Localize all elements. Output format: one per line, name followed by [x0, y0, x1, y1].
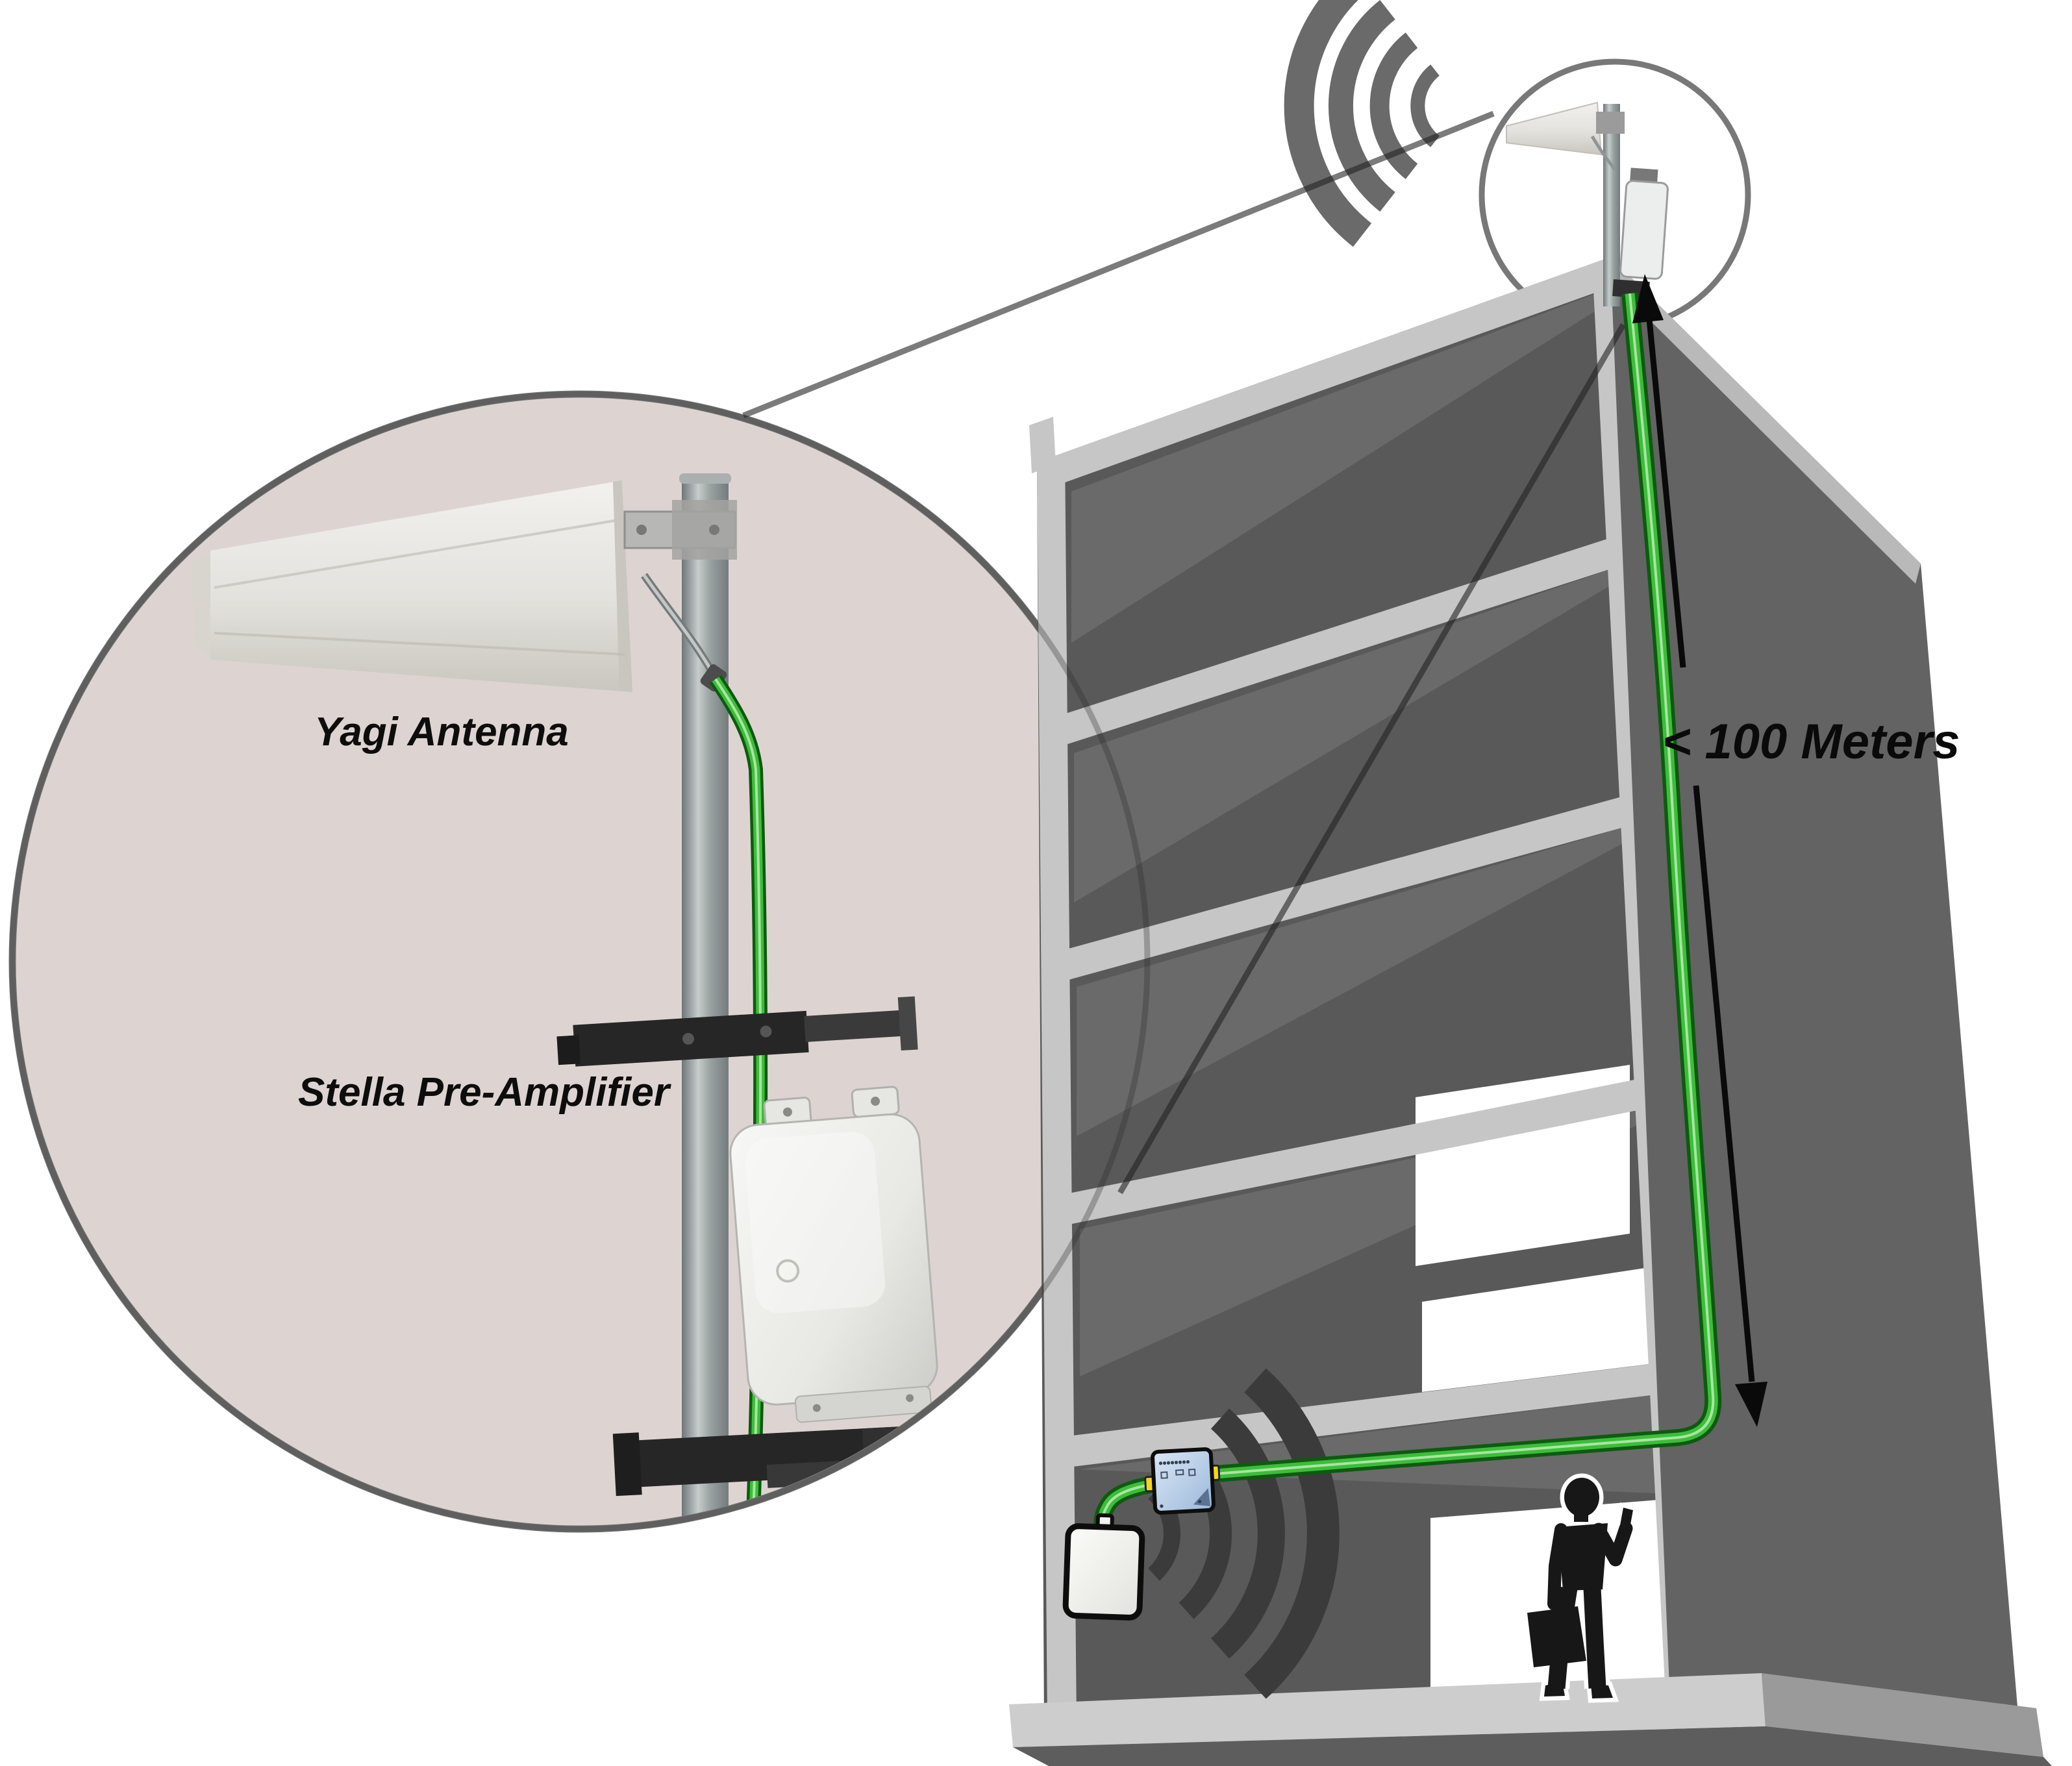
rooftop-preamp-box	[1619, 180, 1669, 280]
stella-preamp-label: Stella Pre-Amplifier	[298, 1070, 671, 1115]
yagi-antenna-label: Yagi Antenna	[314, 710, 569, 754]
preamp-upper-bracket	[556, 996, 918, 1067]
distance-label: < 100 Meters	[1662, 714, 1960, 769]
window-opening-lower	[1422, 1267, 1649, 1392]
mast-pole	[682, 477, 729, 1529]
plinth-underside	[1013, 1726, 2052, 1766]
rooftop-yagi-antenna	[1506, 101, 1603, 156]
distance-arrow	[1646, 319, 1755, 1382]
indoor-panel-antenna	[1062, 1513, 1145, 1621]
rooftop-equipment	[1506, 101, 1669, 306]
plinth-front	[1009, 1673, 1766, 1747]
magnifier-leader-lines	[742, 110, 1626, 1195]
magnified-equipment-view: Yagi Antenna Stella Pre-Amplifier	[8, 390, 1151, 1533]
antenna-mount-bracket	[623, 500, 737, 560]
rooftop-mast	[1603, 104, 1620, 306]
rooftop-mount	[1596, 112, 1625, 134]
indoor-amplifier	[1144, 1447, 1221, 1515]
distance-arrowheads	[1632, 274, 1767, 1427]
plinth-side	[1762, 1673, 2043, 1757]
side-parapet	[1608, 257, 1921, 584]
magnifier-outline-overlay	[9, 391, 1151, 1532]
person-with-phone	[1522, 1473, 1638, 1703]
yagi-antenna	[191, 480, 632, 692]
outdoor-signal-waves-icon	[1284, 0, 1440, 247]
stella-preamp-box	[729, 1086, 938, 1423]
